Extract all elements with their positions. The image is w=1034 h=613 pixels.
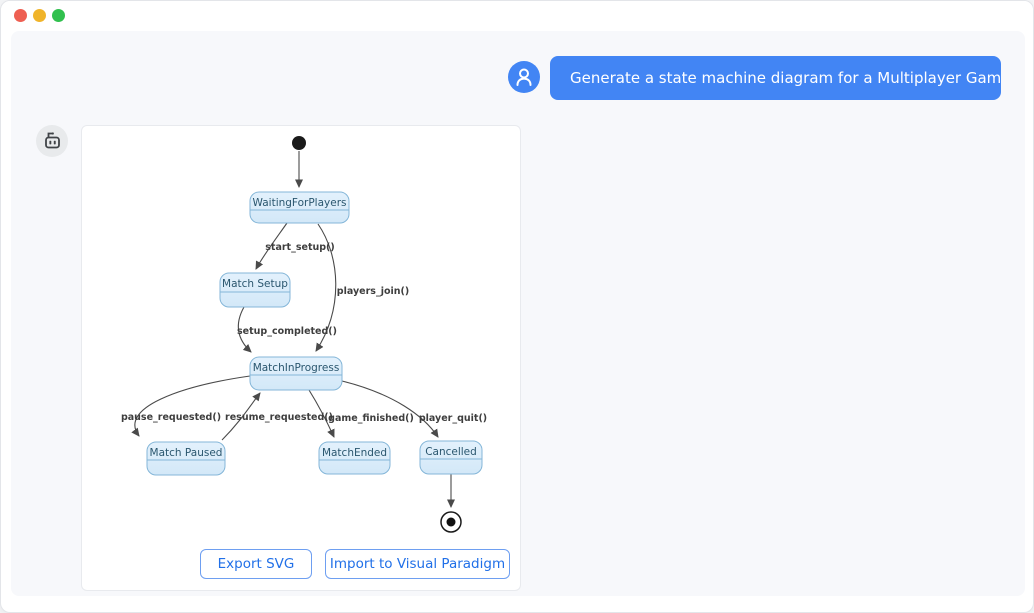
transition-label: pause_requested() [121, 412, 221, 423]
state-node-matchended: MatchEnded [318, 441, 391, 475]
minimize-button[interactable] [32, 8, 46, 22]
user-message-bubble: Generate a state machine diagram for a M… [550, 56, 1001, 100]
transition-label: resume_requested() [225, 412, 333, 423]
edge-game-finished [308, 389, 335, 438]
state-label: MatchInProgress [253, 362, 340, 374]
close-button[interactable] [13, 8, 27, 22]
person-icon [516, 68, 532, 86]
transition-label: start_setup() [265, 242, 334, 253]
diagram-card: start_setup() players_join() setup_compl… [81, 125, 521, 591]
transition-label: game_finished() [328, 413, 414, 424]
transition-label: setup_completed() [237, 326, 337, 337]
edge-resume-requested [221, 392, 261, 441]
zoom-button[interactable] [51, 8, 65, 22]
user-avatar [508, 61, 540, 93]
transition-edges [131, 151, 455, 508]
state-label: Match Paused [150, 447, 223, 459]
chat-panel: Generate a state machine diagram for a M… [11, 31, 1025, 596]
final-state-node [440, 511, 462, 533]
export-svg-button[interactable]: Export SVG [200, 549, 312, 579]
state-node-waitingforplayers: WaitingForPlayers [249, 191, 350, 224]
window-titlebar [1, 1, 1033, 31]
import-to-visual-paradigm-button[interactable]: Import to Visual Paradigm [325, 549, 510, 579]
state-label: WaitingForPlayers [253, 197, 347, 209]
initial-state-node [292, 136, 306, 150]
robot-icon [45, 132, 60, 149]
transition-label: players_join() [337, 286, 409, 297]
bot-avatar [36, 125, 68, 157]
edge-setup-completed [237, 306, 252, 353]
edge-pause-requested [131, 375, 251, 437]
state-node-cancelled: Cancelled [419, 440, 483, 475]
transition-labels: start_setup() players_join() setup_compl… [121, 242, 487, 424]
state-label: MatchEnded [322, 447, 387, 459]
state-machine-diagram: start_setup() players_join() setup_compl… [121, 136, 487, 533]
edge-start-setup [255, 222, 288, 270]
state-node-match-setup: Match Setup [219, 272, 291, 308]
state-node-matchinprogress: MatchInProgress [249, 356, 343, 391]
edge-player-quit [341, 380, 439, 438]
state-label: Match Setup [222, 278, 288, 290]
state-node-match-paused: Match Paused [146, 441, 226, 476]
edge-players-join [315, 223, 337, 352]
state-label: Cancelled [425, 446, 477, 458]
transition-label: player_quit() [419, 413, 487, 424]
